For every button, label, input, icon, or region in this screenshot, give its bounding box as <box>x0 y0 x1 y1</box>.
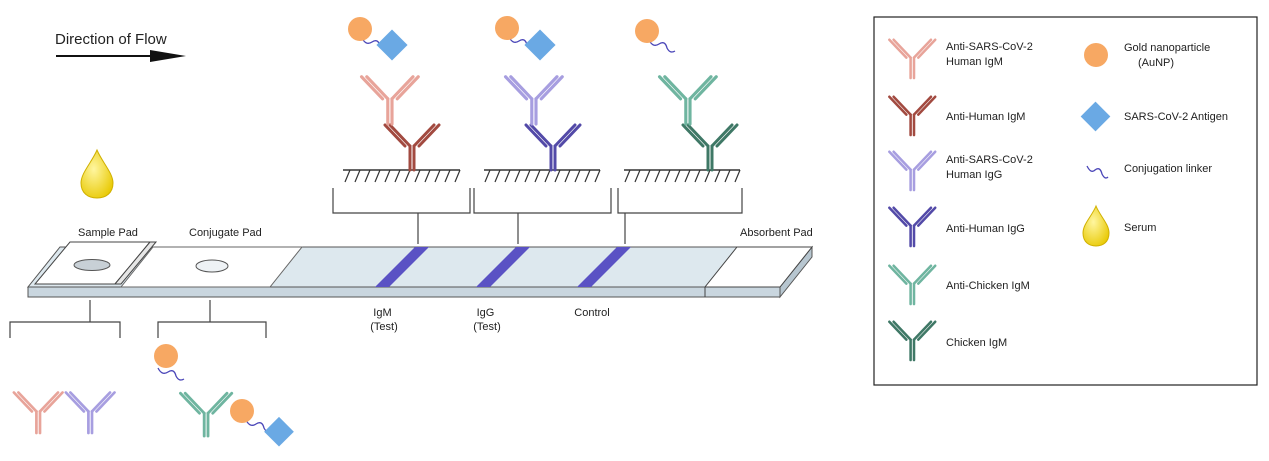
anti-sars-igm-icon <box>359 75 420 126</box>
control-complex <box>635 19 739 172</box>
legend-chicken-igm-label: Chicken IgM <box>946 337 1007 349</box>
legend-linker-icon <box>1086 165 1109 179</box>
sample-pad-contents <box>12 391 116 435</box>
conjugate-pad-contents <box>154 344 294 447</box>
control-line-label: Control <box>574 307 609 319</box>
legend-anti-sars-igg-label: Anti-SARS-CoV-2 Human IgG <box>946 154 1036 181</box>
linker-icon <box>157 367 185 381</box>
legend-anti-chicken-igm-label: Anti-Chicken IgM <box>946 280 1030 292</box>
legend-linker-label: Conjugation linker <box>1124 163 1212 175</box>
sample-pad-label: Sample Pad <box>78 227 138 239</box>
linker-icon <box>648 39 676 53</box>
anti-human-igg-icon <box>524 123 582 172</box>
igg-line-label: IgG (Test) <box>473 307 501 333</box>
antigen-icon <box>376 29 408 61</box>
legend-aunp-label: Gold nanoparticle (AuNP) <box>1124 42 1213 69</box>
anti-sars-igm-icon <box>12 391 64 435</box>
test-zone-brackets <box>332 188 743 244</box>
conjugate-pad-label: Conjugate Pad <box>189 227 262 239</box>
legend-anti-human-igg-label: Anti-Human IgG <box>946 223 1025 235</box>
legend: Anti-SARS-CoV-2 Human IgM Anti-Human IgM… <box>873 16 1258 386</box>
igm-test-complex <box>348 17 441 172</box>
gold-nanoparticle-icon <box>230 399 254 423</box>
anti-sars-igg-icon <box>64 391 116 435</box>
pad-brackets <box>9 300 267 338</box>
gold-nanoparticle-icon <box>495 16 519 40</box>
antigen-icon <box>524 29 556 61</box>
antigen-icon <box>264 416 294 447</box>
flow-label: Direction of Flow <box>55 31 167 48</box>
anti-sars-igg-icon <box>503 75 564 126</box>
serum-drop-icon <box>80 148 114 199</box>
gold-nanoparticle-icon <box>348 17 372 41</box>
chicken-igm-icon <box>681 123 739 172</box>
igm-test-line <box>375 247 429 287</box>
test-strip <box>26 241 814 299</box>
gold-nanoparticle-icon <box>635 19 659 43</box>
igg-test-line <box>476 247 530 287</box>
igg-test-complex <box>495 16 582 172</box>
capture-surfaces <box>343 169 741 183</box>
igm-line-label: IgM (Test) <box>370 307 398 333</box>
legend-serum-icon <box>1082 204 1110 247</box>
control-line <box>577 247 631 287</box>
anti-chicken-igm-icon <box>179 391 234 438</box>
anti-human-igm-icon <box>383 123 441 172</box>
gold-nanoparticle-icon <box>154 344 178 368</box>
legend-gold-nanoparticle-icon <box>1084 43 1108 67</box>
anti-chicken-igm-icon <box>657 75 718 126</box>
legend-anti-human-igm-label: Anti-Human IgM <box>946 111 1025 123</box>
legend-antigen-label: SARS-CoV-2 Antigen <box>1124 111 1228 123</box>
legend-antigen-icon <box>1080 101 1111 132</box>
absorbent-pad-label: Absorbent Pad <box>740 227 813 239</box>
legend-serum-label: Serum <box>1124 222 1156 234</box>
legend-anti-sars-igm-label: Anti-SARS-CoV-2 Human IgM <box>946 41 1036 68</box>
flow-arrow-icon <box>56 50 186 62</box>
